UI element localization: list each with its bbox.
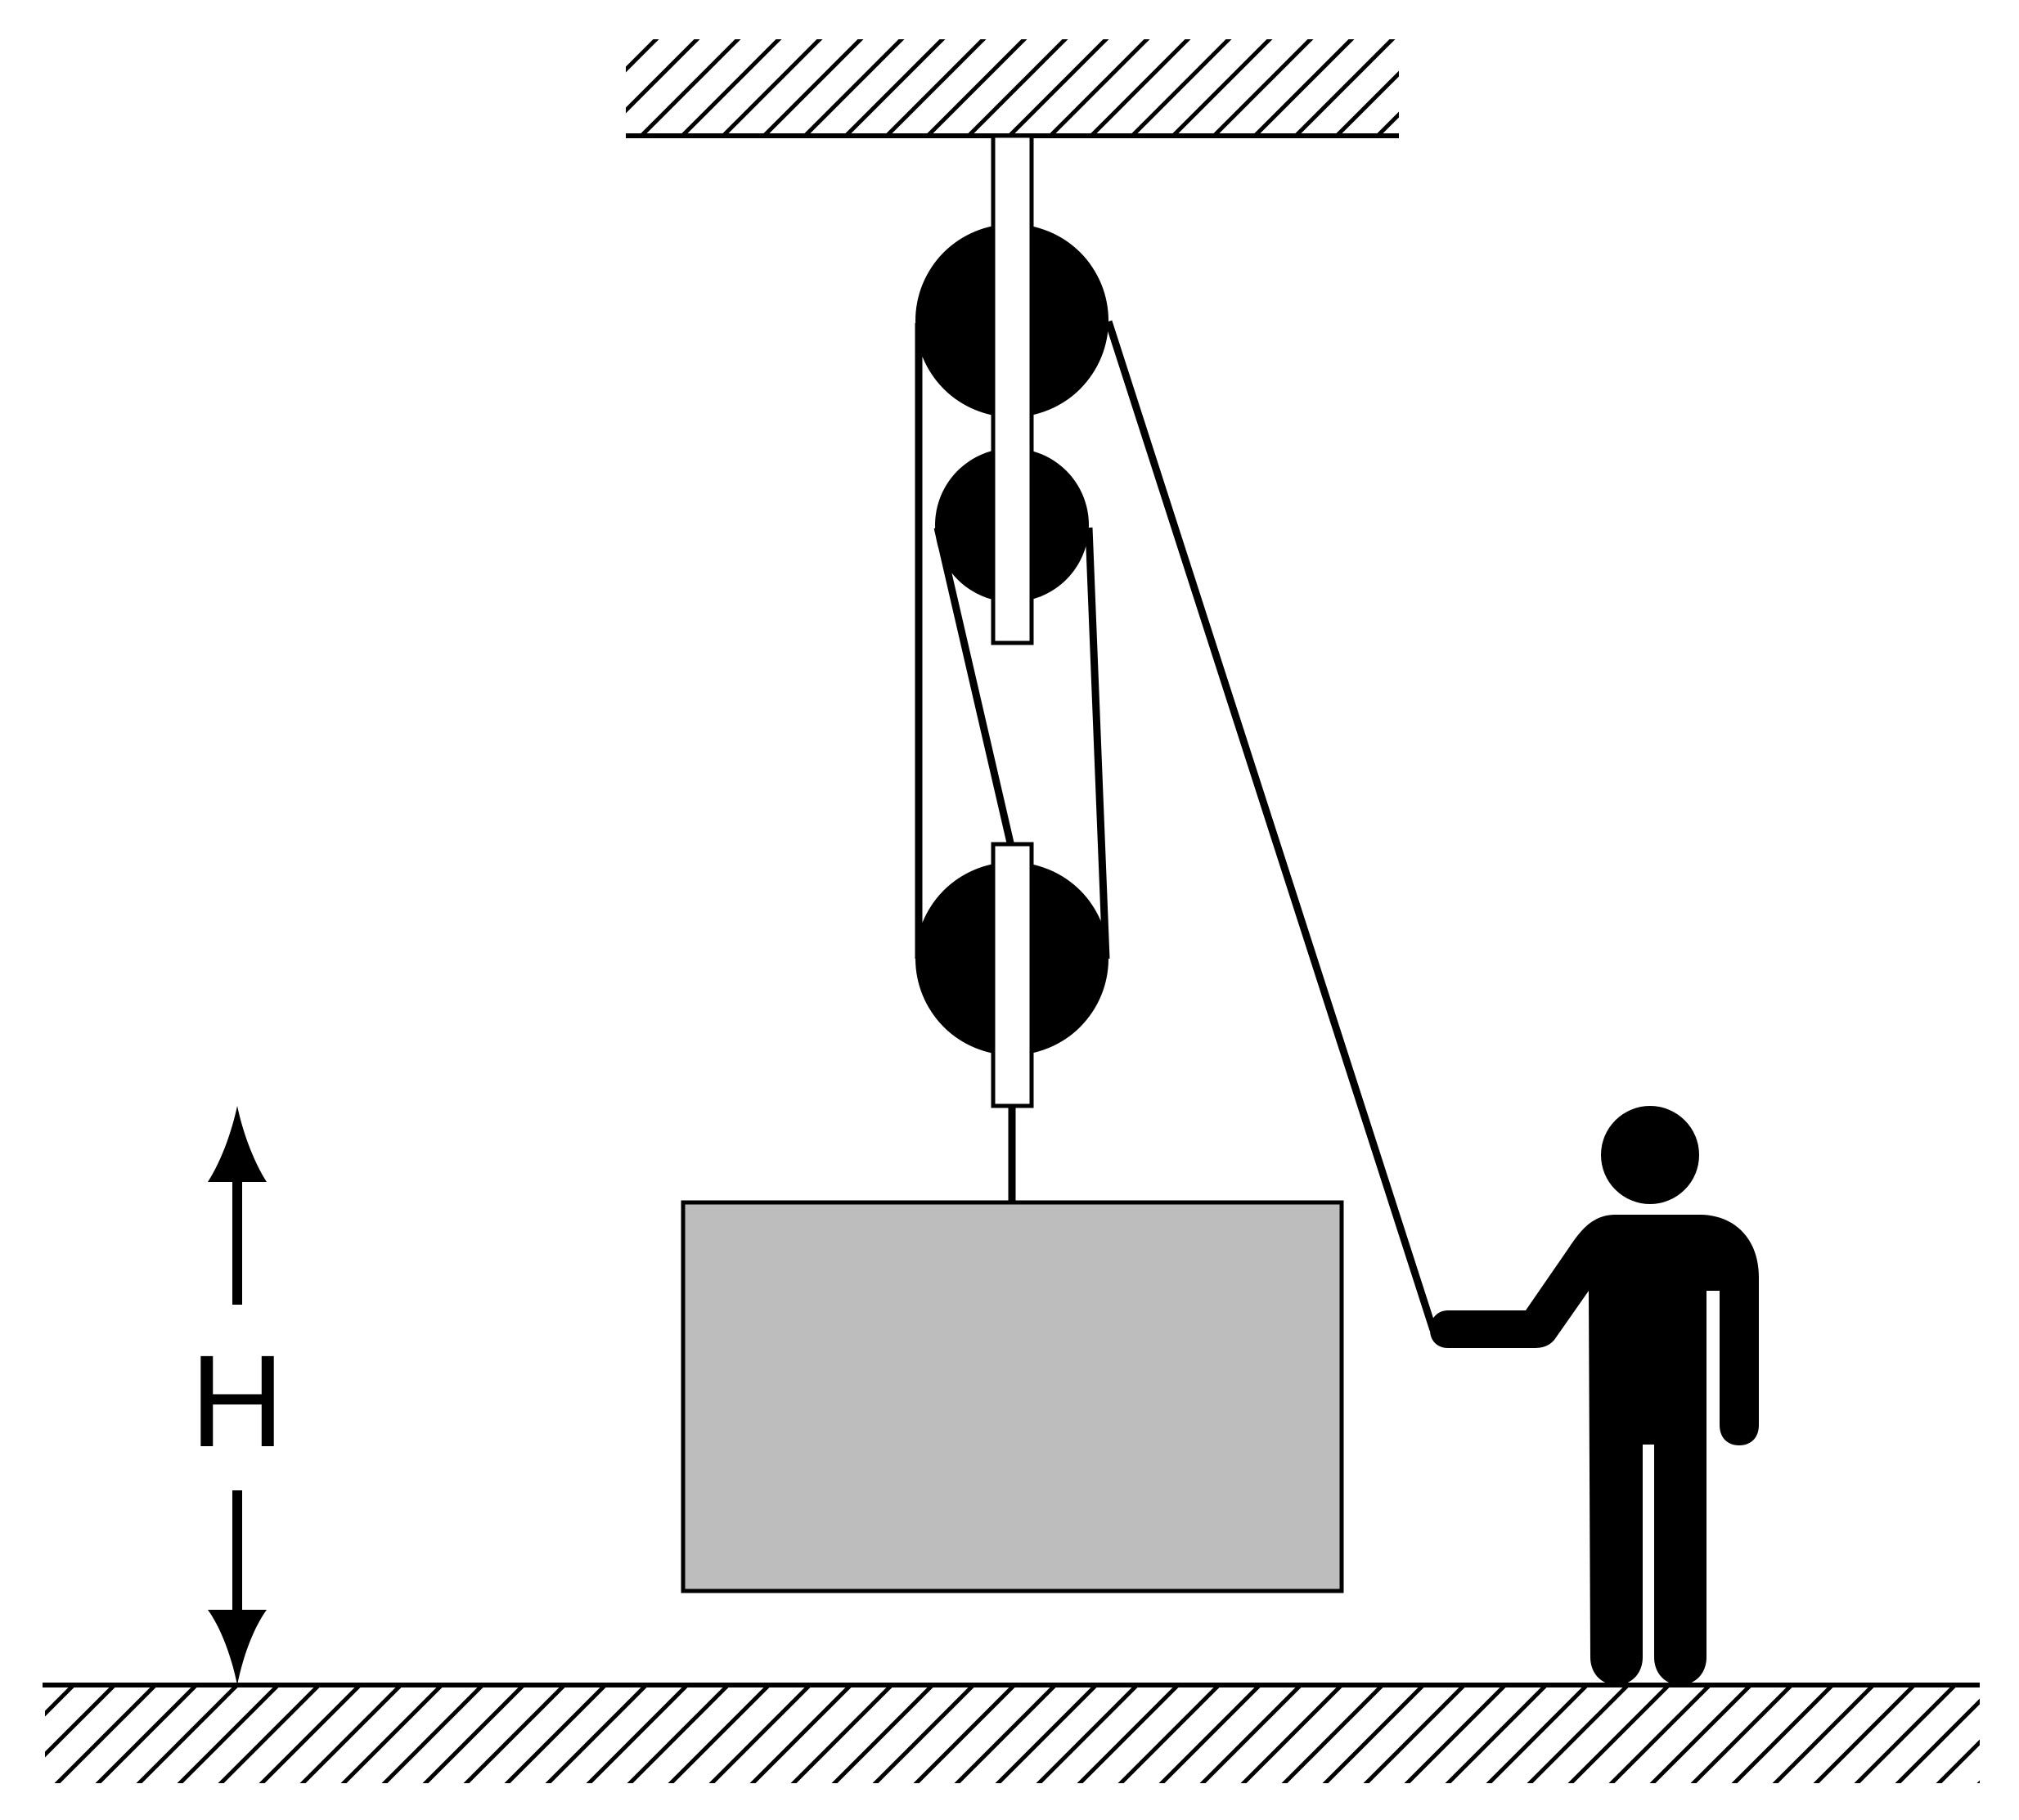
rope-inner-right-segment: [1085, 527, 1110, 959]
ceiling-hatching: [626, 39, 1399, 136]
height-arrow-up-head: [208, 1106, 267, 1182]
load-box: [681, 1200, 1344, 1593]
floor-hatching: [45, 1685, 1980, 1783]
height-arrow-down-head: [208, 1610, 267, 1685]
floor: [43, 1683, 1980, 1783]
ceiling: [626, 39, 1399, 138]
person-head: [1601, 1106, 1699, 1204]
person-body: [1430, 1215, 1759, 1685]
person-figure: [1430, 1106, 1759, 1685]
lower-pulley-block: [915, 842, 1108, 1202]
rope-pull-segment: [1104, 320, 1437, 1332]
rope: [915, 320, 1437, 1332]
height-dimension: H: [190, 1106, 285, 1685]
fixed-pulley-strap: [991, 133, 1034, 645]
movable-pulley-strap: [991, 842, 1034, 1108]
rope-middle-segment: [933, 526, 1021, 873]
height-label: H: [190, 1328, 285, 1474]
